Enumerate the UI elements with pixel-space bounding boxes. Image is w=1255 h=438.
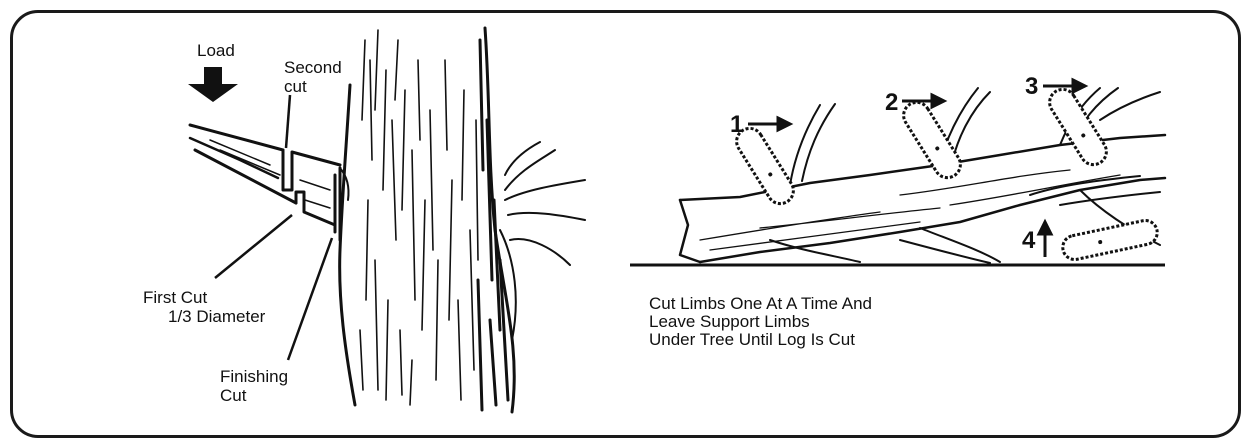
first-cut-label: First Cut 1/3 Diameter	[143, 288, 265, 326]
chainsaw-bar-icon	[1045, 84, 1112, 169]
limb	[190, 125, 349, 240]
second-cut-label-line-1: Second	[284, 58, 342, 77]
first-cut-label-line-2: 1/3 Diameter	[143, 307, 265, 326]
cut-number-4: 4	[1022, 227, 1035, 255]
cut-number-2: 2	[885, 89, 898, 117]
finishing-cut-label: Finishing Cut	[220, 367, 288, 405]
caption-line-3: Under Tree Until Log Is Cut	[649, 331, 872, 349]
caption: Cut Limbs One At A Time And Leave Suppor…	[649, 295, 872, 349]
second-cut-label-line-2: cut	[284, 77, 342, 96]
finishing-cut-label-line-1: Finishing	[220, 367, 288, 386]
cut-number-3: 3	[1025, 73, 1038, 101]
caption-line-2: Leave Support Limbs	[649, 313, 872, 331]
caption-line-1: Cut Limbs One At A Time And	[649, 295, 872, 313]
cut-number-1: 1	[730, 111, 743, 139]
chainsaw-bar-icon	[1061, 218, 1160, 261]
load-label: Load	[197, 41, 235, 60]
load-arrow-icon	[188, 67, 238, 102]
first-cut-label-line-1: First Cut	[143, 288, 265, 307]
tree-trunk	[340, 28, 585, 412]
finishing-cut-label-line-2: Cut	[220, 386, 288, 405]
second-cut-label: Second cut	[284, 58, 342, 96]
